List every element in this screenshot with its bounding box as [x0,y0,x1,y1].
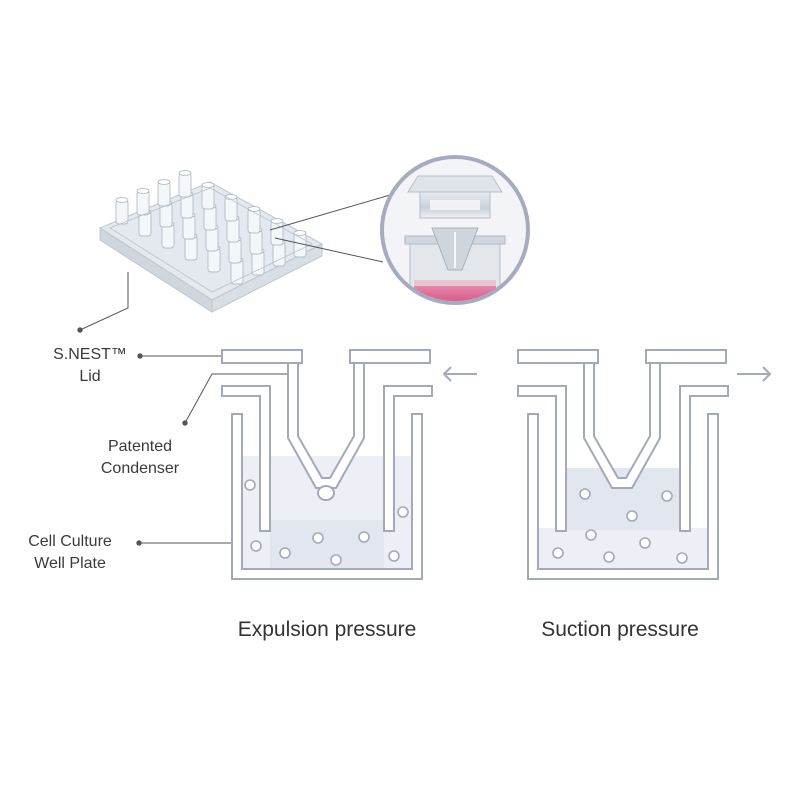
bubble [626,510,638,522]
caption-suction: Suction pressure [541,618,699,641]
bubble [388,550,400,562]
magnified-insert [380,155,530,305]
bubble [676,552,688,564]
bubble [279,547,291,559]
plate-well-vial [272,241,286,267]
plate-well-vial [182,214,196,240]
bubble [639,537,651,549]
plate-well-rim [178,170,192,176]
suction-diagram [517,349,772,580]
plate-well-rim [293,230,307,236]
bubble [552,547,564,559]
plate-well-vial [224,196,238,222]
zoom-line-bottom [274,237,384,263]
zoom-line-top [269,194,391,231]
bubble [244,479,256,491]
plate-well-rim [157,179,171,185]
label-condenser-line2: Condenser [100,460,180,477]
bubbles-left [244,479,409,566]
plate-well-vial [115,199,129,225]
label-condenser-line1: Patented [107,438,173,455]
plate-well-rim [136,188,150,194]
plate-wells [115,170,307,285]
bubble [579,488,591,500]
plate-well-vial [178,172,192,198]
bubble [330,554,342,566]
plate-well-vial [184,235,198,261]
plate-well-vial [157,181,171,207]
arrow-left-icon [442,366,477,382]
leader-lines [77,272,288,546]
plate-well-vial [203,205,217,231]
label-well-plate: Cell Culture Well Plate [8,531,132,575]
plate-well-rim [115,197,129,203]
plate-well-vial [161,223,175,249]
bubble [250,540,262,552]
label-well-plate-line2: Well Plate [34,555,106,572]
plate-well-rim [201,182,215,188]
bubble [661,490,673,502]
bubble [585,529,597,541]
label-condenser: Patented Condenser [80,436,200,480]
plate-well-rim [270,218,284,224]
caption-expulsion: Expulsion pressure [237,618,417,641]
bubbles-right [552,488,688,564]
plate-well-vial [205,226,219,252]
arrow-right-icon [737,366,772,382]
plate-well-vial [136,190,150,216]
plate-well-vial [159,202,173,228]
label-lid: S.NEST™ Lid [40,344,140,388]
magnifier-ring [380,155,530,305]
plate-well-rim [247,206,261,212]
plate-well-vial [251,250,265,276]
label-lid-line1: S.NEST™ [53,346,127,363]
expulsion-diagram [221,349,477,580]
bubble [603,551,615,563]
label-well-plate-line1: Cell Culture [28,533,112,550]
label-lid-line2: Lid [79,368,101,385]
bubble [358,531,370,543]
plate-well-vial [226,217,240,243]
bubble [312,532,324,544]
plate-well-vial [228,238,242,264]
plate-well-vial [249,229,263,255]
well-plate-photo [98,170,324,313]
plate-well-vial [207,247,221,273]
bubble [397,506,409,518]
